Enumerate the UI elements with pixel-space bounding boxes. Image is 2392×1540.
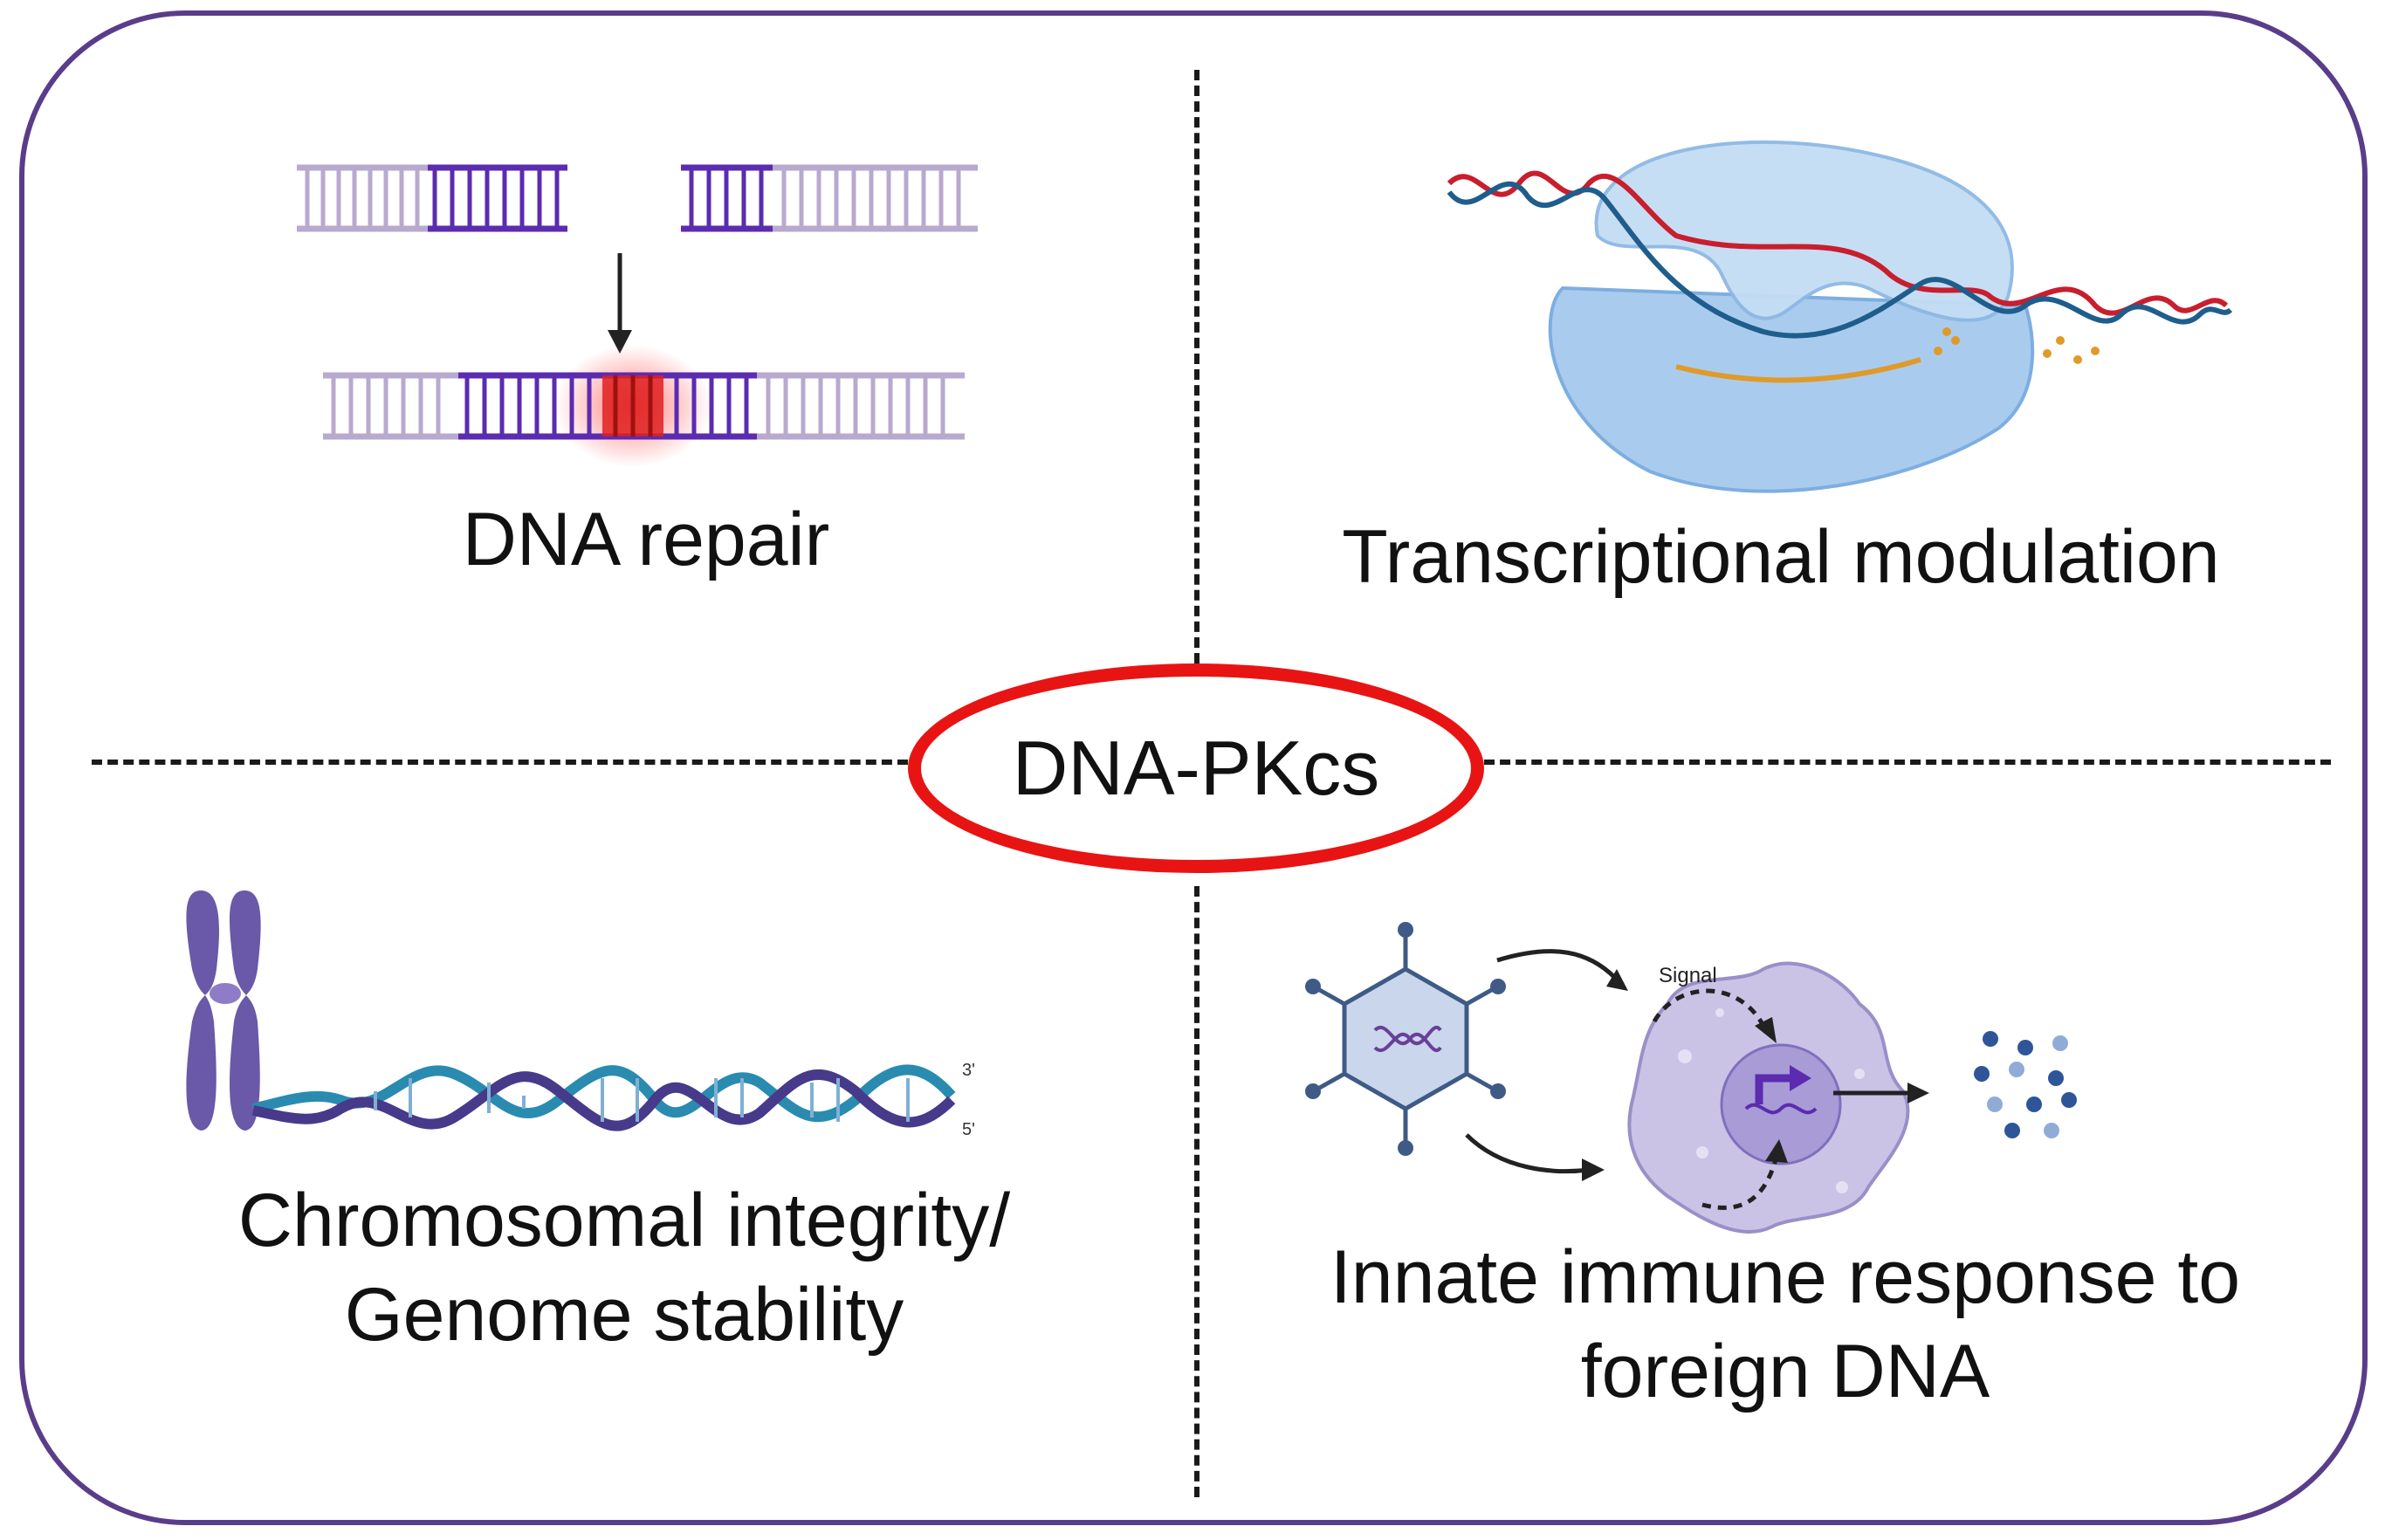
dna-fragment-left: [297, 164, 567, 232]
dna-end-5prime: 5': [962, 1120, 975, 1139]
divider-vertical-top: [1194, 70, 1199, 663]
label-dna-repair: DNA repair: [462, 498, 830, 581]
cytokine-output-arrow: [1833, 1083, 1929, 1103]
dna-coding-strand-blue: [1447, 181, 2233, 339]
label-chromosomal-integrity-line2: Genome stability: [344, 1272, 904, 1357]
label-transcriptional-modulation: Transcriptional modulation: [1342, 515, 2220, 599]
label-innate-immune-response: Innate immune response to foreign DNA: [1257, 1231, 2313, 1419]
innate-immune-illustration: Signal: [1305, 922, 2077, 1234]
rna-polymerase-illustration: [1447, 140, 2233, 493]
signal-label: Signal: [1659, 964, 1717, 987]
dna-repair-illustration: [297, 164, 978, 467]
divider-horizontal-right: [1484, 760, 2331, 765]
label-innate-immune-line2: foreign DNA: [1580, 1329, 1990, 1413]
dna-fragment-right: [681, 164, 978, 232]
mrna-transcript: [1675, 357, 1921, 383]
dna-end-3prime: 3': [962, 1061, 975, 1080]
dna-double-helix: [251, 1064, 956, 1131]
divider-vertical-bottom: [1194, 886, 1199, 1497]
signal-arrow-bottom: [1701, 1139, 1788, 1210]
infection-arrow-top: [1496, 949, 1628, 991]
dna-pkcs-node: DNA-PKcs: [908, 663, 1484, 873]
polymerase-body: [1548, 140, 2035, 493]
label-innate-immune-line1: Innate immune response to: [1330, 1235, 2241, 1319]
nucleotide-dots: [1934, 327, 2100, 364]
outer-frame: [19, 10, 2368, 1525]
infection-arrow-bottom: [1465, 1133, 1605, 1181]
divider-horizontal-left: [92, 760, 908, 765]
repair-arrow: [608, 253, 632, 354]
label-chromosomal-integrity: Chromosomal integrity/ Genome stability: [131, 1174, 1117, 1362]
immune-cell: [1627, 961, 1910, 1234]
chromosome-icon: [186, 890, 261, 1131]
label-chromosomal-integrity-line1: Chromosomal integrity/: [237, 1179, 1011, 1262]
dna-repaired-strand: [323, 345, 965, 467]
signal-arrow-top: [1652, 988, 1777, 1043]
chromosome-dna-illustration: 3' 5': [186, 890, 975, 1139]
dna-pkcs-label: DNA-PKcs: [1012, 725, 1380, 811]
cytokine-dots: [1974, 1031, 2077, 1138]
virus-icon: [1305, 922, 1506, 1156]
